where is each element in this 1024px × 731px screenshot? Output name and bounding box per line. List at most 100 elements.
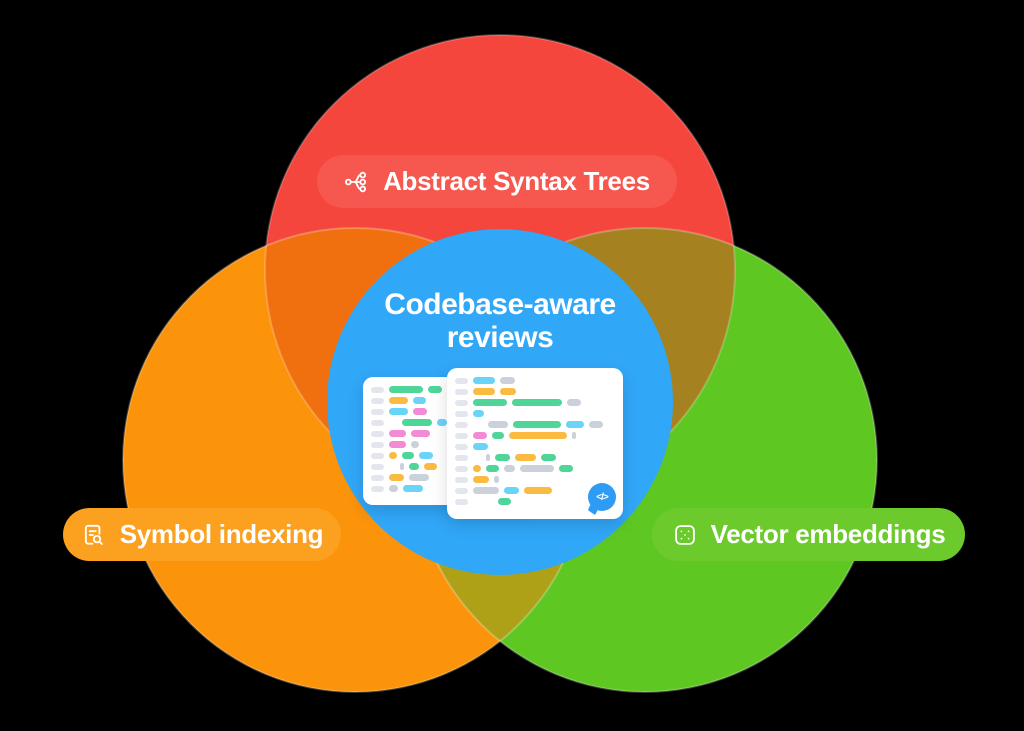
code-indent — [473, 424, 483, 425]
code-token-bar — [488, 421, 508, 428]
line-number-pill — [371, 474, 384, 481]
code-token-bar — [402, 452, 414, 459]
code-token-bar — [589, 421, 603, 428]
code-token-bar — [494, 476, 499, 483]
code-chat-bubble-icon: </> — [587, 483, 616, 516]
code-token-bar — [473, 443, 488, 450]
code-token-bar — [428, 386, 442, 393]
symbol-indexing-label: Symbol indexing — [119, 519, 324, 549]
code-token-bar — [389, 452, 397, 459]
code-line — [455, 465, 615, 472]
code-token-bar — [389, 408, 408, 415]
code-token-bar — [413, 397, 426, 404]
code-token-bar — [389, 474, 404, 481]
code-token-bar — [524, 487, 552, 494]
code-line — [455, 454, 615, 461]
code-line — [371, 441, 525, 448]
vector-embeddings-label-pill: Vector embeddings — [652, 508, 965, 561]
line-number-pill — [455, 432, 468, 439]
tree-branches-icon — [345, 171, 367, 192]
code-token-bar — [411, 430, 430, 437]
line-number-pill — [371, 419, 384, 426]
code-token-bar — [473, 410, 484, 417]
center-title-line1: Codebase-aware — [384, 288, 616, 321]
code-line — [455, 410, 615, 417]
line-number-pill — [371, 485, 384, 492]
center-title: Codebase-aware reviews — [340, 288, 660, 354]
line-number-pill — [455, 498, 468, 505]
line-number-pill — [455, 465, 468, 472]
code-token-bar — [403, 485, 423, 492]
code-token-bar — [572, 432, 576, 439]
code-indent — [389, 466, 395, 467]
code-line — [455, 388, 615, 395]
code-token-bar — [473, 388, 495, 395]
code-token-bar — [500, 377, 515, 384]
code-token-bar — [473, 487, 499, 494]
code-token-bar — [413, 408, 427, 415]
code-glyph: </> — [596, 491, 609, 503]
line-number-pill — [371, 463, 384, 470]
code-token-bar — [473, 377, 495, 384]
vector-embeddings-label: Vector embeddings — [710, 519, 946, 549]
code-line — [371, 419, 525, 426]
code-token-bar — [495, 454, 510, 461]
code-line — [371, 408, 525, 415]
code-token-bar — [411, 441, 419, 448]
code-token-bar — [473, 432, 487, 439]
code-token-bar — [437, 419, 447, 426]
line-number-pill — [455, 410, 468, 417]
code-token-bar — [486, 454, 490, 461]
code-token-bar — [486, 465, 499, 472]
code-token-bar — [389, 485, 398, 492]
code-line — [455, 432, 615, 439]
code-token-bar — [515, 454, 536, 461]
code-indent — [473, 501, 493, 502]
code-line — [455, 487, 615, 494]
code-line — [371, 452, 525, 459]
code-indent — [389, 422, 397, 423]
code-line — [371, 485, 525, 492]
code-line — [371, 397, 525, 404]
line-number-pill — [371, 441, 384, 448]
line-number-pill — [371, 386, 384, 393]
code-line — [455, 443, 615, 450]
code-line — [371, 463, 525, 470]
code-line — [371, 386, 525, 393]
line-number-pill — [455, 388, 468, 395]
code-line — [371, 430, 525, 437]
code-line — [455, 399, 615, 406]
code-token-bar — [400, 463, 404, 470]
line-number-pill — [455, 487, 468, 494]
code-token-bar — [389, 441, 406, 448]
line-number-pill — [455, 377, 468, 384]
line-number-pill — [455, 443, 468, 450]
code-token-bar — [389, 386, 423, 393]
code-token-bar — [402, 419, 432, 426]
line-number-pill — [371, 397, 384, 404]
code-token-bar — [473, 399, 507, 406]
code-token-bar — [389, 430, 406, 437]
code-token-bar — [473, 476, 489, 483]
line-number-pill — [455, 421, 468, 428]
code-token-bar — [473, 465, 481, 472]
code-token-bar — [504, 487, 519, 494]
ast-label-pill: Abstract Syntax Trees — [317, 155, 677, 208]
center-title-line2: reviews — [446, 321, 554, 354]
code-token-bar — [409, 474, 429, 481]
code-indent — [473, 457, 481, 458]
code-token-bar — [513, 421, 561, 428]
code-token-bar — [424, 463, 437, 470]
code-line — [455, 421, 615, 428]
code-token-bar — [492, 432, 504, 439]
code-token-bar — [500, 388, 516, 395]
code-token-bar — [559, 465, 573, 472]
line-number-pill — [371, 452, 384, 459]
code-line — [371, 474, 525, 481]
code-token-bar — [567, 399, 581, 406]
code-line — [455, 476, 615, 483]
document-search-icon — [84, 524, 103, 545]
line-number-pill — [455, 454, 468, 461]
